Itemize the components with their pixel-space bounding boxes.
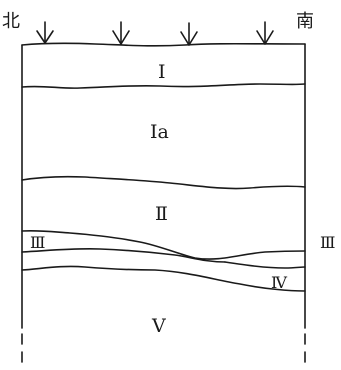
- arrow-4-icon: [256, 21, 274, 45]
- layer-II-label: Ⅱ: [155, 203, 168, 225]
- arrow-2-icon: [112, 21, 130, 45]
- layer-Ia-label: Ⅰa: [150, 121, 169, 143]
- layer-V-label: Ⅴ: [151, 315, 166, 337]
- boundary-III-lower: [21, 248, 226, 263]
- ground-surface-line: [21, 42, 306, 47]
- layer-IV-label: Ⅳ: [271, 273, 288, 292]
- north-label: 北: [2, 11, 20, 32]
- arrow-1-icon: [36, 21, 54, 44]
- boundary-Ia-II: [21, 175, 306, 190]
- layer-III-left-label: Ⅲ: [30, 233, 45, 252]
- south-label: 南: [296, 11, 314, 32]
- boundary-II-III: [21, 229, 306, 260]
- arrow-3-icon: [180, 22, 198, 46]
- layer-I-label: Ⅰ: [158, 61, 166, 83]
- boundary-V-top: [21, 265, 306, 292]
- boundary-IV-top: [224, 261, 306, 269]
- boundary-I-Ia: [21, 83, 306, 89]
- layer-III-right-label: Ⅲ: [320, 233, 335, 252]
